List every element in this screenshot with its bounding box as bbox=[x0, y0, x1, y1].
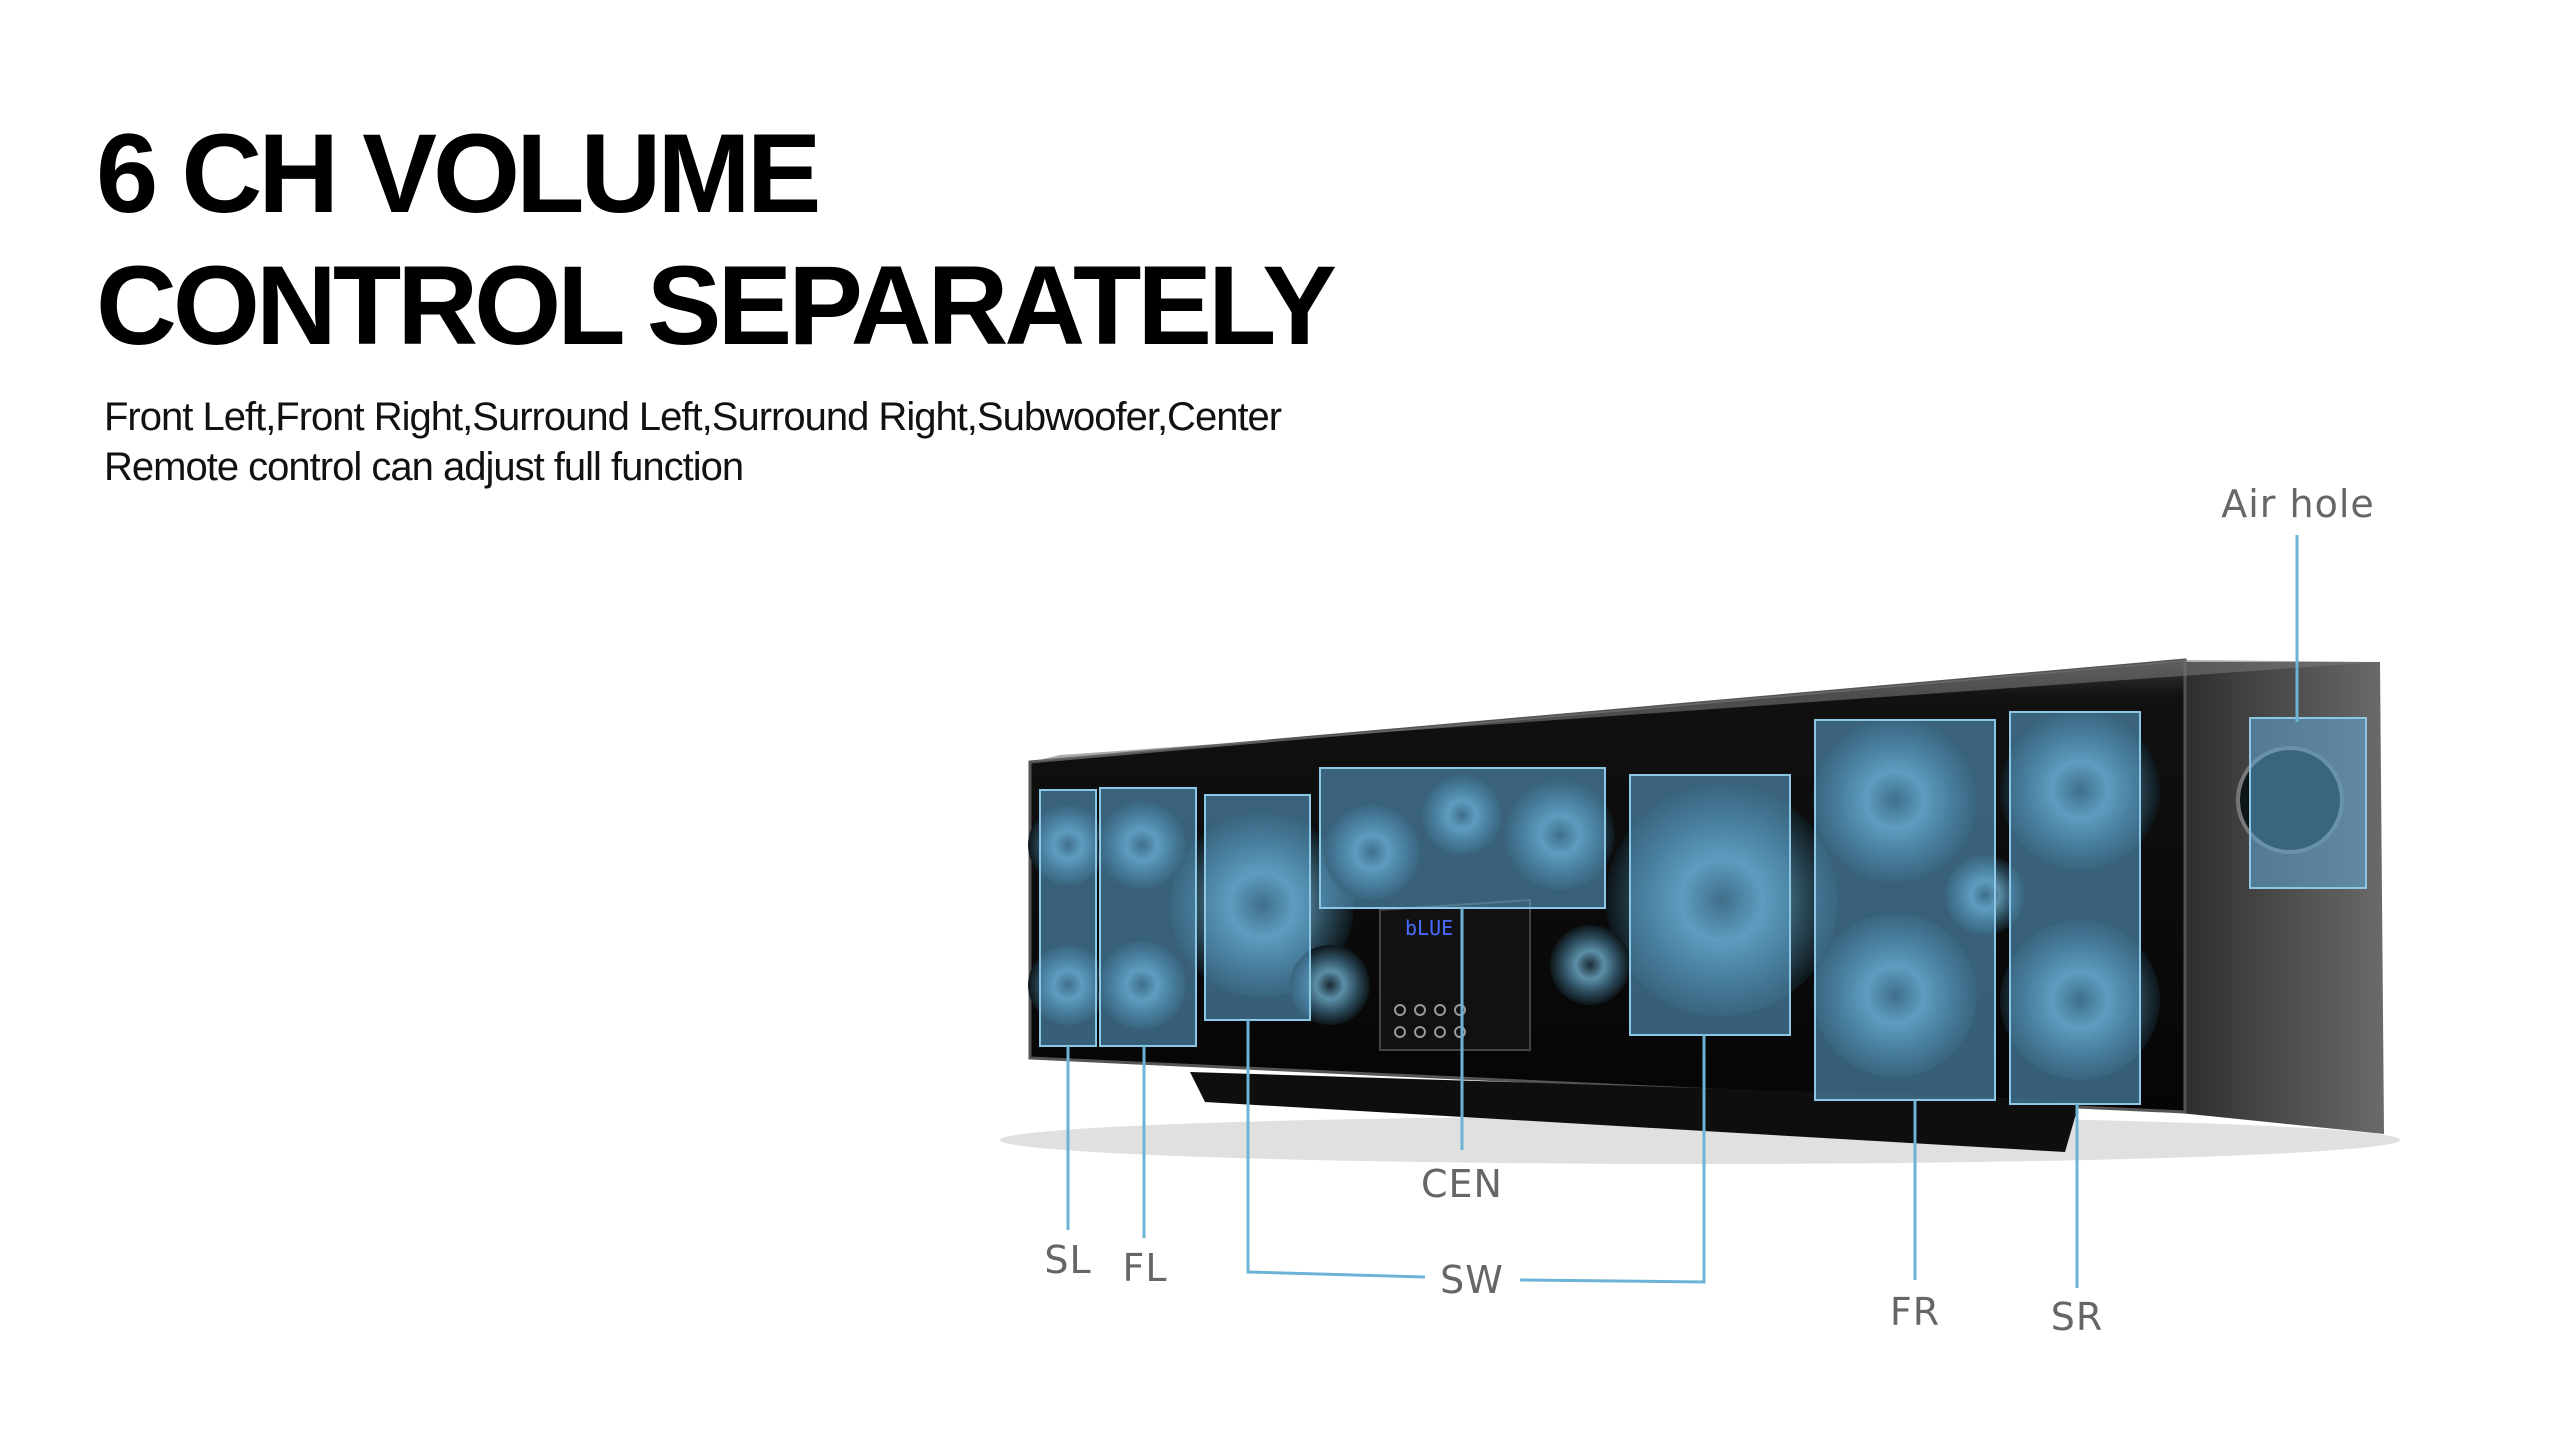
channel-highlights bbox=[1039, 711, 2367, 1105]
highlight-fr bbox=[1814, 719, 1996, 1101]
callout-air-hole: Air hole bbox=[2221, 482, 2375, 526]
headline-line-1: 6 CH VOLUME bbox=[96, 111, 821, 236]
callout-cen: CEN bbox=[1421, 1162, 1503, 1206]
soundbar-top-edge bbox=[1030, 660, 2380, 762]
display-readout: bLUE bbox=[1405, 916, 1453, 940]
soundbar-base bbox=[1190, 1072, 2080, 1152]
speaker-cone bbox=[1550, 925, 1630, 1005]
highlight-sr bbox=[2009, 711, 2141, 1105]
callout-sr: SR bbox=[2050, 1295, 2104, 1339]
highlight-sw-left bbox=[1204, 794, 1311, 1021]
description: Front Left,Front Right,Surround Left,Sur… bbox=[104, 392, 1282, 492]
headline-line-2: CONTROL SEPARATELY bbox=[96, 243, 1337, 368]
highlight-cen bbox=[1319, 767, 1606, 909]
leader-lines bbox=[1066, 535, 2299, 1288]
description-line-2: Remote control can adjust full function bbox=[104, 445, 744, 489]
control-buttons bbox=[1394, 1004, 1466, 1038]
description-line-1: Front Left,Front Right,Surround Left,Sur… bbox=[104, 395, 1282, 439]
callout-sw: SW bbox=[1440, 1258, 1504, 1302]
highlight-sw-right bbox=[1629, 774, 1791, 1036]
headline: 6 CH VOLUME CONTROL SEPARATELY bbox=[96, 108, 1337, 372]
highlight-sl bbox=[1039, 789, 1097, 1047]
highlight-fl bbox=[1099, 787, 1197, 1047]
highlight-air-hole bbox=[2249, 717, 2367, 889]
callout-fr: FR bbox=[1889, 1290, 1941, 1334]
callout-fl: FL bbox=[1122, 1246, 1168, 1290]
callout-sl: SL bbox=[1044, 1238, 1092, 1282]
